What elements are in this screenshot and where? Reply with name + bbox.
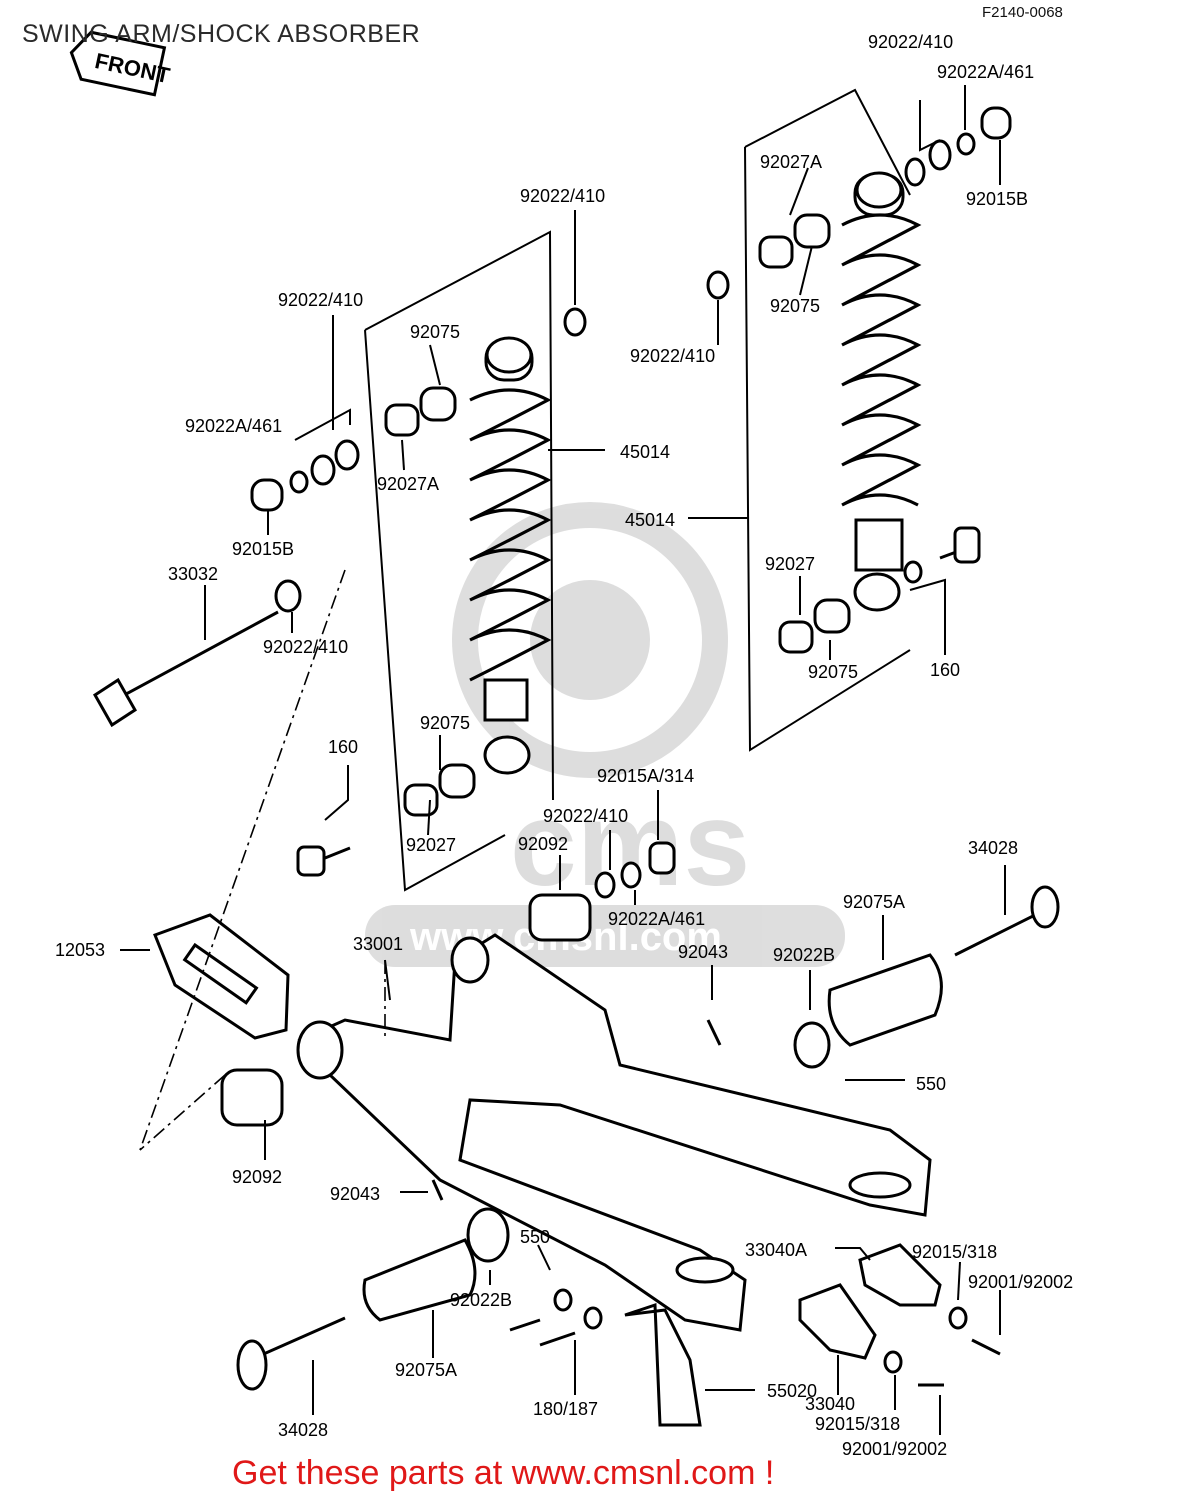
label-92015b-a: 92015B bbox=[966, 189, 1028, 209]
label-92022-410-b: 92022/410 bbox=[520, 186, 605, 206]
label-12053: 12053 bbox=[55, 940, 105, 960]
label-92027-b: 92027 bbox=[406, 835, 456, 855]
label-92022-410-e: 92022/410 bbox=[263, 637, 348, 657]
label-33040: 33040 bbox=[805, 1394, 855, 1414]
label-92022-410-d: 92022/410 bbox=[278, 290, 363, 310]
label-33040a: 33040A bbox=[745, 1240, 807, 1260]
label-92022a-461-c: 92022A/461 bbox=[608, 909, 705, 929]
label-92022b-b: 92022B bbox=[450, 1290, 512, 1310]
watermark: cms www.cmsnl.com bbox=[365, 502, 845, 967]
label-92001-92002-a: 92001/92002 bbox=[968, 1272, 1073, 1292]
label-55020: 55020 bbox=[767, 1381, 817, 1401]
swing-arm bbox=[296, 933, 932, 1332]
watermark-brand: cms bbox=[510, 777, 750, 911]
rubber-bushings bbox=[362, 953, 943, 1322]
right-shock-absorber bbox=[744, 88, 922, 752]
label-92027a-a: 92027A bbox=[760, 152, 822, 172]
chain-adjusters bbox=[624, 1243, 942, 1427]
label-33032: 33032 bbox=[168, 564, 218, 584]
label-92022-410-c: 92022/410 bbox=[630, 346, 715, 366]
label-92022b-a: 92022B bbox=[773, 945, 835, 965]
diagram-title: SWING ARM/SHOCK ABSORBER bbox=[22, 20, 421, 48]
label-160-b: 160 bbox=[328, 737, 358, 757]
label-92092-a: 92092 bbox=[518, 834, 568, 854]
label-180-187: 180/187 bbox=[533, 1399, 598, 1419]
part-labels: 92022/410 92022A/461 92015B 92027A 92075… bbox=[55, 32, 1073, 1459]
label-92075a-a: 92075A bbox=[843, 892, 905, 912]
label-92027a-b: 92027A bbox=[377, 474, 439, 494]
bolts-and-pins bbox=[93, 526, 1060, 1391]
left-shock-absorber bbox=[364, 230, 554, 892]
label-92022a-461-b: 92022A/461 bbox=[185, 416, 282, 436]
label-45014-a: 45014 bbox=[620, 442, 670, 462]
label-92075-d: 92075 bbox=[420, 713, 470, 733]
label-92022a-461-a: 92022A/461 bbox=[937, 62, 1034, 82]
label-92001-92002-b: 92001/92002 bbox=[842, 1439, 947, 1459]
label-92043-b: 92043 bbox=[330, 1184, 380, 1204]
label-92075-c: 92075 bbox=[808, 662, 858, 682]
leader-lines bbox=[120, 85, 1006, 1435]
label-34028-a: 34028 bbox=[968, 838, 1018, 858]
label-92027-a: 92027 bbox=[765, 554, 815, 574]
diagram-code: F2140-0068 bbox=[982, 4, 1063, 21]
small-parts bbox=[220, 106, 1012, 1374]
label-92015a-314: 92015A/314 bbox=[597, 766, 694, 786]
label-160-a: 160 bbox=[930, 660, 960, 680]
chain-guard bbox=[153, 913, 290, 1040]
label-33001: 33001 bbox=[353, 934, 403, 954]
label-550-a: 550 bbox=[916, 1074, 946, 1094]
label-92022-410-a: 92022/410 bbox=[868, 32, 953, 52]
label-92092-b: 92092 bbox=[232, 1167, 282, 1187]
label-92015-318-a: 92015/318 bbox=[912, 1242, 997, 1262]
label-92075a-b: 92075A bbox=[395, 1360, 457, 1380]
label-45014-b: 45014 bbox=[625, 510, 675, 530]
front-marker: FRONT bbox=[69, 30, 173, 97]
label-92043-a: 92043 bbox=[678, 942, 728, 962]
label-92022-410-f: 92022/410 bbox=[543, 806, 628, 826]
promo-link-text[interactable]: Get these parts at www.cmsnl.com ! bbox=[232, 1454, 775, 1492]
label-92075-a: 92075 bbox=[770, 296, 820, 316]
label-92015-318-b: 92015/318 bbox=[815, 1414, 900, 1434]
label-550-b: 550 bbox=[520, 1227, 550, 1247]
label-92075-b: 92075 bbox=[410, 322, 460, 342]
label-34028-b: 34028 bbox=[278, 1420, 328, 1440]
label-92015b-b: 92015B bbox=[232, 539, 294, 559]
